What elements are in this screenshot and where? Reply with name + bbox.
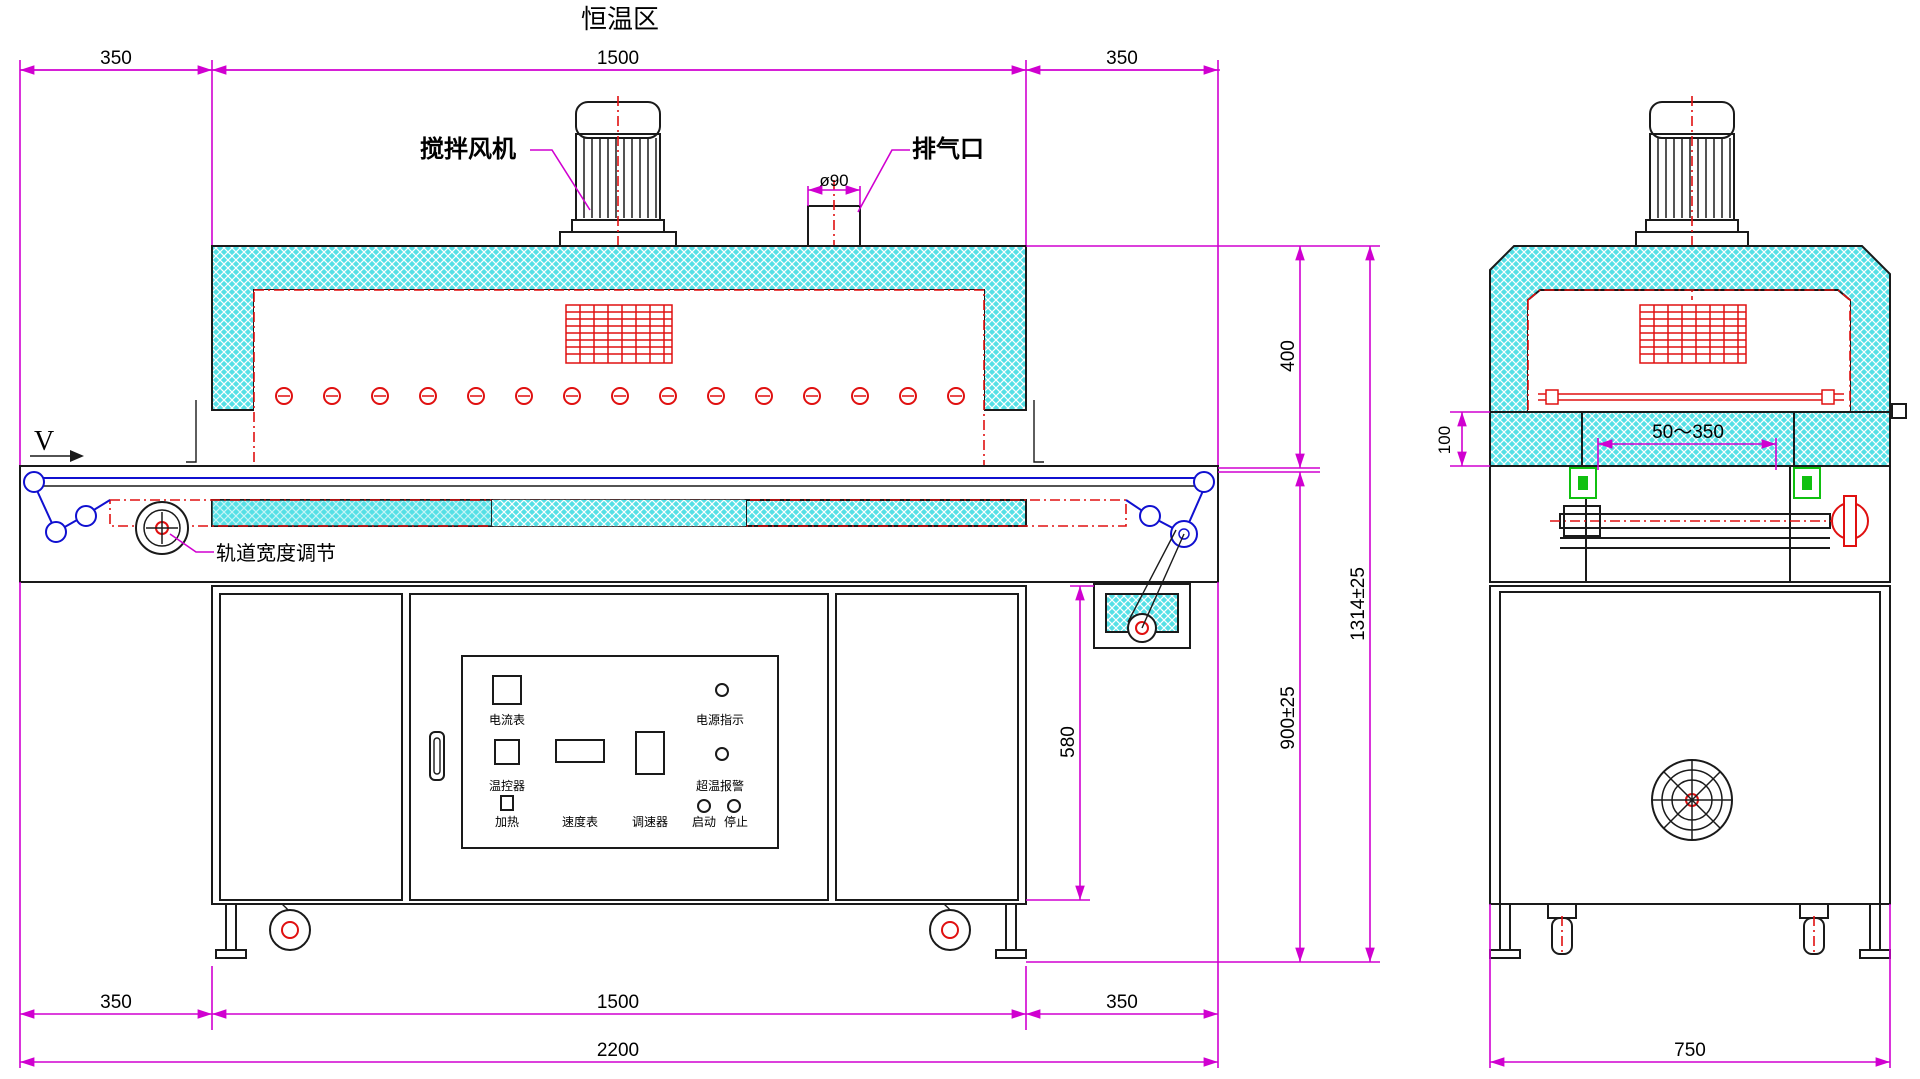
base-cabinet — [211, 585, 1027, 905]
speed-meter-label: 速度表 — [562, 814, 598, 829]
exhaust-diameter: ø90 — [819, 171, 848, 190]
dim-bottom-left: 350 — [100, 992, 132, 1013]
dim-side-range: 50～350 — [1652, 422, 1724, 443]
dim-top-left: 350 — [100, 48, 132, 69]
top-dimension-chain: 350 1500 350 — [19, 48, 1220, 470]
speed-meter-display — [555, 739, 605, 763]
dim-side-gap: 100 — [1435, 426, 1454, 454]
drive-motor — [1093, 529, 1191, 649]
heating-label: 加热 — [495, 815, 519, 829]
exhaust-port — [807, 180, 861, 250]
power-indicator-label: 电源指示 — [696, 712, 744, 727]
title: 恒温区 — [581, 5, 659, 35]
ammeter-display — [492, 675, 522, 705]
side-dimensions: 100 50～350 750 — [1435, 411, 1891, 1068]
speed-symbol: V — [34, 426, 54, 457]
heat-chamber-front — [186, 245, 1044, 467]
over-temp-alarm-label: 超温报警 — [696, 778, 744, 793]
front-legs-casters — [215, 903, 1027, 959]
cooling-fan-side — [1651, 759, 1733, 841]
start-button — [697, 799, 711, 813]
heating-switch — [500, 795, 514, 811]
heater-grid-front — [565, 304, 673, 364]
over-temp-alarm-lamp — [715, 747, 729, 761]
conveyor-roller-right — [1193, 471, 1215, 493]
ammeter-label: 电流表 — [489, 713, 525, 727]
dim-overall-length: 2200 — [597, 1040, 639, 1061]
side-view — [1489, 96, 1907, 959]
bottom-dimension-chain: 350 1500 350 2200 — [19, 582, 1219, 1068]
dim-height-900: 900±25 — [1278, 686, 1299, 749]
speed-regulator-label: 调速器 — [632, 815, 668, 829]
temp-controller-label: 温控器 — [489, 779, 525, 793]
dim-height-580: 580 — [1058, 726, 1079, 758]
exhaust-label: 排气口 — [912, 135, 984, 163]
control-panel: 电流表 电源指示 温控器 超温报警 加热 速度表 调速器 启动 停止 — [461, 655, 779, 849]
dim-bottom-mid: 1500 — [597, 992, 639, 1013]
dim-height-1314: 1314±25 — [1348, 567, 1369, 641]
start-label: 启动 — [692, 815, 716, 829]
dim-top-mid: 1500 — [597, 48, 639, 69]
temp-controller-display — [494, 739, 520, 765]
speed-regulator-knob — [635, 731, 665, 775]
fan-label: 搅拌风机 — [420, 135, 516, 163]
dim-bottom-right: 350 — [1106, 992, 1138, 1013]
dim-top-right: 350 — [1106, 48, 1138, 69]
height-dimensions: 400 580 900±25 1314±25 — [1026, 245, 1380, 963]
power-indicator-lamp — [715, 683, 729, 697]
dim-side-width: 750 — [1674, 1040, 1706, 1061]
stop-label: 停止 — [724, 814, 748, 829]
stop-button — [727, 799, 741, 813]
track-adjust-label: 轨道宽度调节 — [216, 541, 336, 565]
track-width-handwheel — [135, 501, 189, 555]
conveyor-roller-left — [23, 471, 45, 493]
dim-height-400: 400 — [1278, 340, 1299, 372]
conveyor-frame — [19, 465, 1219, 583]
